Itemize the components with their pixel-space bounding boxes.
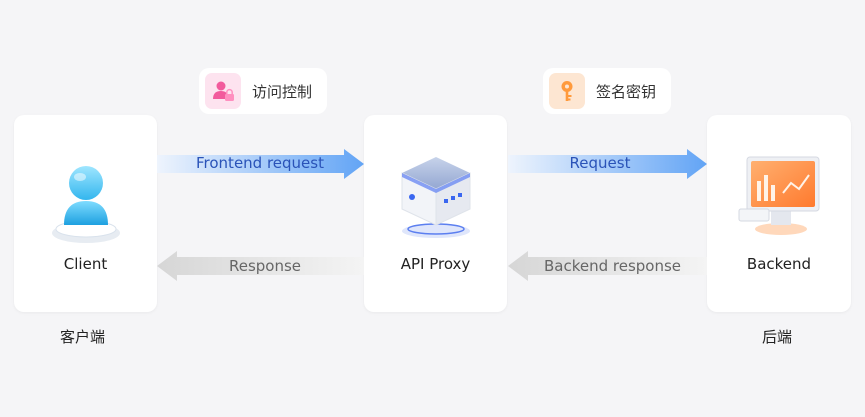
client-avatar-icon: [46, 155, 126, 245]
request-arrow: [508, 149, 707, 179]
monitor-icon: [737, 153, 823, 237]
client-label: Client: [63, 255, 108, 273]
server-icon: [394, 151, 478, 241]
client-node: Client: [14, 115, 157, 312]
api-proxy-label: API Proxy: [400, 255, 471, 273]
access-control-label: 访问控制: [252, 82, 313, 101]
frontend-request-arrow: [157, 149, 364, 179]
request-label: Request: [569, 154, 631, 172]
backend-response-arrow: [508, 251, 707, 281]
key-icon: [549, 73, 585, 109]
signature-key-badge: 签名密钥: [543, 68, 671, 114]
api-proxy-node: API Proxy: [364, 115, 507, 312]
backend-node: Backend: [707, 115, 851, 312]
access-control-badge: 访问控制: [199, 68, 327, 114]
backend-response-label: Backend response: [543, 257, 682, 275]
client-caption: 客户端: [60, 328, 106, 346]
user-lock-icon: [205, 73, 241, 109]
backend-caption: 后端: [762, 328, 793, 346]
backend-label: Backend: [746, 255, 812, 273]
response-arrow: [157, 251, 364, 281]
frontend-request-label: Frontend request: [196, 154, 324, 172]
signature-key-label: 签名密钥: [596, 82, 657, 101]
response-label: Response: [228, 257, 302, 275]
